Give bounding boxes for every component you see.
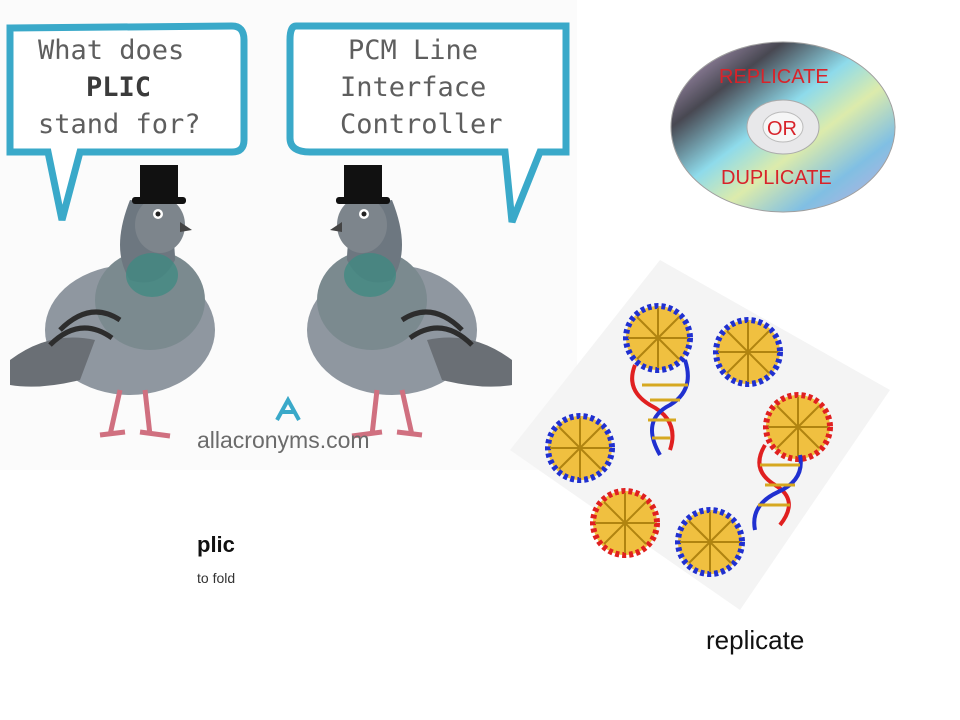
disc-top-label: REPLICATE	[719, 66, 829, 88]
dna-illustration	[510, 260, 890, 610]
definition-word: plic	[197, 532, 235, 557]
left-bubble-line-1: What does	[38, 35, 185, 66]
right-bubble-line-3: Controller	[340, 109, 503, 140]
meme-illustration	[6, 22, 570, 439]
right-bubble-line-1: PCM Line	[348, 35, 479, 66]
disc-middle-label: OR	[767, 118, 797, 140]
dna-ring-image	[510, 240, 890, 610]
right-bubble-line-2: Interface	[340, 72, 487, 103]
dna-wheel-3	[763, 392, 833, 462]
dna-helix-left	[630, 359, 690, 456]
dna-wheel-1	[623, 303, 693, 373]
left-speech-bubble	[6, 22, 248, 221]
cd-disc-image: REPLICATE OR DUPLICATE	[670, 40, 898, 216]
dna-helix-right	[752, 443, 803, 531]
left-pigeon	[10, 165, 215, 439]
right-speech-bubble	[286, 22, 570, 224]
dna-wheel-4	[545, 413, 615, 483]
allacronyms-logo-icon	[275, 395, 301, 421]
left-bubble-line-3: stand for?	[38, 109, 201, 140]
pigeon-meme-image: What does PLIC stand for? PCM Line Inter…	[0, 0, 577, 470]
disc-bottom-label: DUPLICATE	[721, 167, 832, 189]
left-bubble-line-2: PLIC	[86, 72, 152, 103]
dna-wheel-6	[675, 507, 745, 577]
cd-disc-graphic	[670, 41, 896, 213]
replicate-caption: replicate	[706, 625, 805, 655]
definition-meaning: to fold	[197, 570, 236, 586]
dna-wheel-5	[590, 488, 660, 558]
right-pigeon	[307, 165, 512, 439]
site-watermark: allacronyms.com	[197, 427, 370, 453]
dna-wheel-2	[713, 317, 783, 387]
